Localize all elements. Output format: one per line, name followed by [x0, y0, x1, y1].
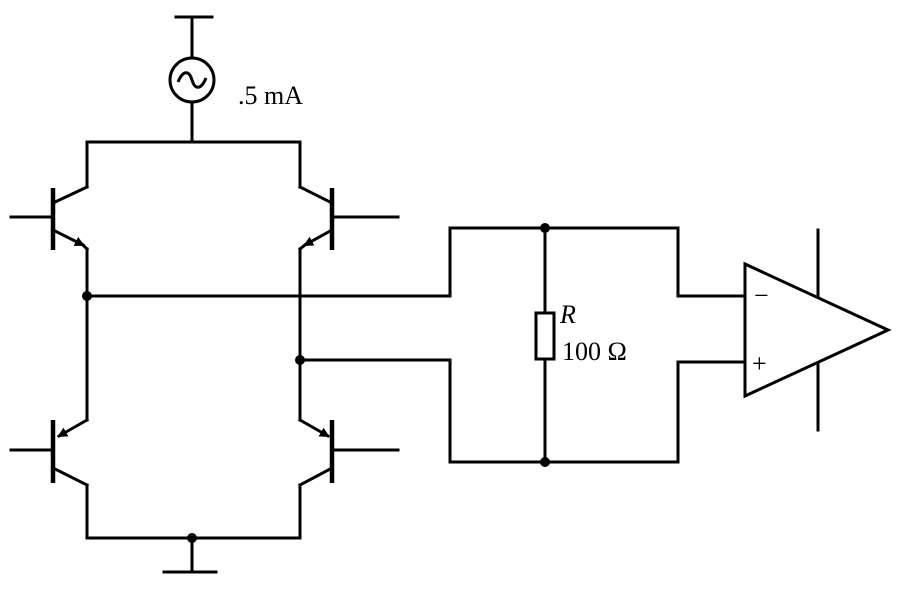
op-amp: − +	[743, 228, 892, 432]
top-supply-rail	[174, 15, 214, 62]
tilde-icon	[176, 71, 208, 89]
source-current-label: .5 mA	[238, 81, 303, 110]
transistor-lower-left	[9, 417, 90, 540]
resistor-value-label: 100 Ω	[562, 337, 627, 366]
bottom-bus	[85, 533, 302, 574]
right-node-wire	[295, 355, 452, 422]
transistor-upper-right	[297, 140, 400, 362]
source-current-label-group: .5 mA	[238, 81, 303, 110]
bridge-network	[448, 223, 747, 467]
resistor-name-label: R	[559, 300, 576, 329]
transistor-lower-right	[297, 417, 400, 540]
left-node-wire	[82, 291, 452, 422]
opamp-plus-label: +	[752, 349, 767, 378]
transistor-upper-left	[9, 140, 90, 298]
resistor-r: R 100 Ω	[534, 300, 627, 366]
opamp-minus-label: −	[754, 281, 769, 310]
ac-current-source	[168, 56, 216, 144]
